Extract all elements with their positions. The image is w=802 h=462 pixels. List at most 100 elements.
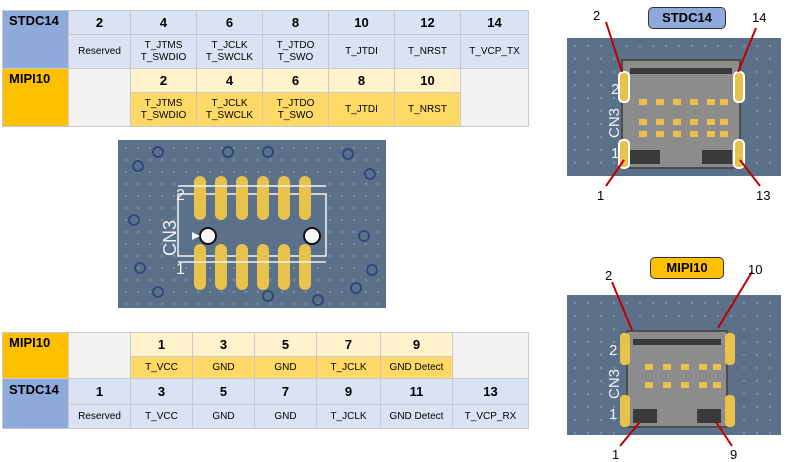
stdc14-signal-line: T_SWO — [277, 51, 314, 63]
pcb-dot — [316, 146, 320, 150]
pcb-dot — [208, 302, 212, 306]
via-ring — [366, 264, 378, 276]
mipi10-signal: T_NRST — [394, 92, 461, 127]
pcb-dot — [573, 96, 577, 100]
pcb-dot — [208, 146, 212, 150]
pcb-dot — [755, 70, 759, 74]
pcb-dot — [172, 182, 176, 186]
pcb-dot — [742, 379, 746, 383]
pcb-dot — [280, 146, 284, 150]
connector-pin — [681, 382, 689, 388]
pcb-dot — [352, 146, 356, 150]
pcb-dot — [612, 340, 616, 344]
pcb-dot — [599, 314, 603, 318]
stdc14-pin: 8 — [262, 10, 329, 35]
pcb-dot — [148, 290, 152, 294]
stdc14-pin: 11 — [380, 378, 453, 405]
pcb-dot — [352, 158, 356, 162]
pcb-dot — [612, 418, 616, 422]
pcb-dot — [328, 158, 332, 162]
stdc14-signal: T_JTDI — [328, 34, 395, 69]
pcb-dot — [136, 302, 140, 306]
stdc14-pin: 2 — [68, 10, 131, 35]
pcb-dot — [755, 405, 759, 409]
mipi10-pin: 10 — [394, 68, 461, 93]
pcb-dot — [328, 278, 332, 282]
pcb-dot — [220, 290, 224, 294]
stdc14-silk-ref: CN3 — [606, 108, 623, 138]
pcb-dot — [755, 301, 759, 305]
pcb-dot — [376, 278, 380, 282]
connector-pin — [699, 364, 707, 370]
mipi10-title-badge: MIPI10 — [650, 257, 724, 279]
pcb-dot — [124, 278, 128, 282]
pcb-dot — [256, 158, 260, 162]
pcb-dot — [703, 314, 707, 318]
via-ring — [134, 262, 146, 274]
stdc14-signal: Reserved — [68, 404, 131, 429]
pcb-dot — [625, 44, 629, 48]
pcb-dot — [148, 242, 152, 246]
stdc14-pin: 5 — [192, 378, 255, 405]
pcb-dot — [208, 278, 212, 282]
mipi10-signal-line: T_JCLK — [211, 97, 248, 109]
pcb-dot — [586, 161, 590, 165]
stdc14-callout-br: 13 — [756, 188, 770, 203]
pcb-dot — [376, 194, 380, 198]
connector-pin — [673, 131, 681, 137]
connector-pin — [720, 99, 728, 105]
pcb-dot — [136, 194, 140, 198]
mipi10-silk-pin2: 2 — [609, 342, 617, 359]
pcb-dot — [316, 170, 320, 174]
pcb-dot — [172, 218, 176, 222]
stdc14-signal-line: T_VCP_TX — [469, 45, 520, 57]
footprint-pad — [215, 244, 227, 290]
pcb-dot — [729, 301, 733, 305]
pcb-dot — [148, 146, 152, 150]
connector-pin — [645, 364, 653, 370]
pcb-dot — [364, 254, 368, 258]
pcb-dot — [220, 158, 224, 162]
via-ring — [222, 146, 234, 158]
empty-cell — [452, 332, 529, 379]
pcb-dot — [376, 302, 380, 306]
pcb-dot — [573, 122, 577, 126]
pcb-dot — [599, 431, 603, 435]
connector-pin — [663, 382, 671, 388]
pcb-dot — [768, 392, 772, 396]
pcb-dot — [328, 302, 332, 306]
connector-pin — [639, 131, 647, 137]
footprint-pad — [215, 176, 227, 220]
mipi10-pin: 3 — [192, 332, 255, 357]
pcb-dot — [768, 340, 772, 344]
empty-cell — [68, 332, 131, 379]
mipi10-signal: T_JCLK — [316, 356, 381, 379]
pcb-dot — [573, 135, 577, 139]
pcb-dot — [280, 290, 284, 294]
pcb-dot — [364, 158, 368, 162]
pcb-dot — [328, 290, 332, 294]
mipi10-connector-image: 2 1 CN3 — [567, 295, 781, 435]
pcb-dot — [742, 44, 746, 48]
pcb-dot — [268, 170, 272, 174]
footprint-pad — [299, 176, 311, 220]
pcb-dot — [612, 301, 616, 305]
pcb-dot — [172, 290, 176, 294]
pcb-dot — [586, 353, 590, 357]
pcb-dot — [755, 379, 759, 383]
pcb-dot — [742, 418, 746, 422]
pcb-dot — [364, 242, 368, 246]
pcb-dot — [364, 182, 368, 186]
pcb-dot — [316, 266, 320, 270]
connector-pin — [645, 382, 653, 388]
stdc14-signal-line: T_NRST — [408, 45, 447, 57]
pcb-dot — [625, 301, 629, 305]
pcb-dot — [768, 83, 772, 87]
pcb-dot — [172, 230, 176, 234]
pcb-dot — [612, 161, 616, 165]
pcb-dot — [586, 366, 590, 370]
pcb-dot — [244, 290, 248, 294]
pcb-dot — [573, 44, 577, 48]
pcb-dot — [376, 230, 380, 234]
